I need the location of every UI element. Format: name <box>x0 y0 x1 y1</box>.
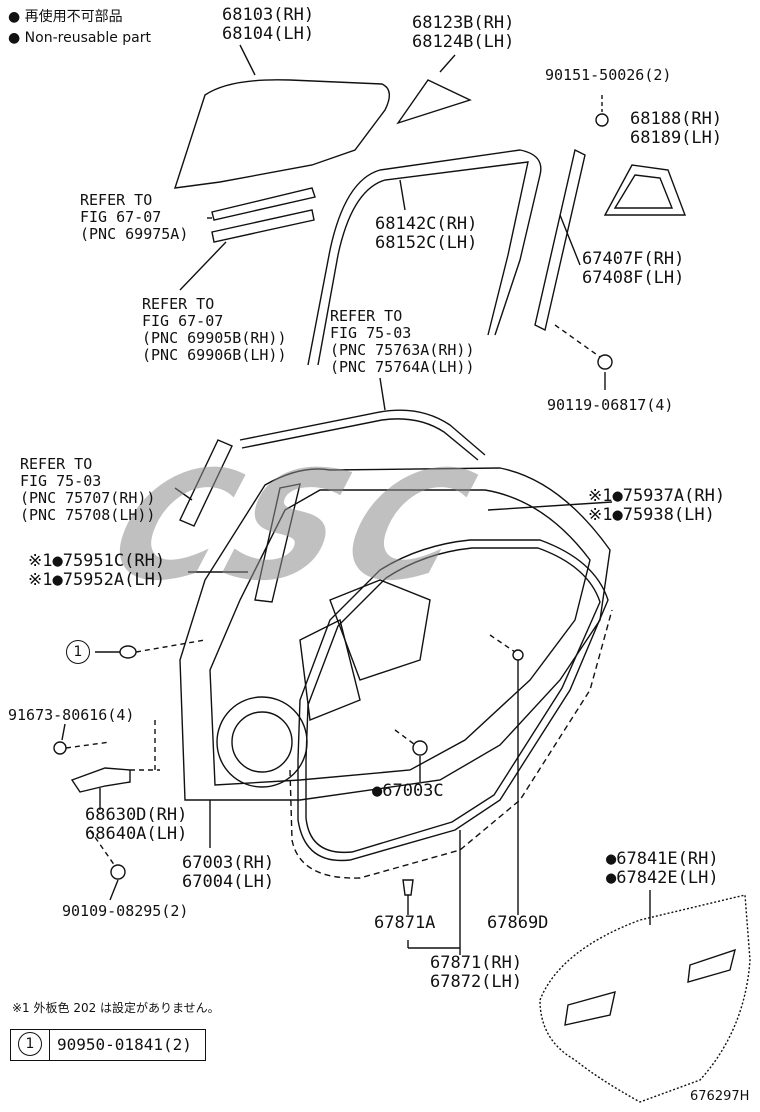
leader-bolt-bottom2 <box>109 879 119 901</box>
label-run-channel[interactable]: 68142C(RH) 68152C(LH) <box>375 214 478 253</box>
label-clip-d[interactable]: 67869D <box>487 913 549 933</box>
legend-en: ● Non-reusable part <box>8 30 151 46</box>
door-weatherstrip-dashed <box>289 609 613 879</box>
door-outer-frame <box>179 467 611 801</box>
leader-screw-left <box>65 741 111 749</box>
plug-shape <box>119 645 137 659</box>
label-clip-center[interactable]: ●67003C <box>372 781 444 801</box>
leader-screw-left2 <box>61 723 66 741</box>
seal-hole-1 <box>564 991 616 1026</box>
leader-quarter-glass <box>439 54 456 73</box>
speaker-outer <box>216 696 308 788</box>
figure-id: 676297H <box>690 1089 750 1104</box>
label-bolt-right[interactable]: 90119-06817(4) <box>547 396 674 414</box>
quarter-glass-shape <box>396 79 472 125</box>
legend-part-box: 1 90950-01841(2) <box>10 1029 206 1061</box>
seal-hole-2 <box>687 948 736 983</box>
leader-sash <box>559 214 581 266</box>
note-text: ※1 外板色 202 は設定がありません。 <box>12 1001 220 1015</box>
clip-a-shape <box>402 879 414 896</box>
label-refer-7503b[interactable]: REFER TO FIG 75-03 (PNC 75707(RH)) (PNC … <box>20 455 156 524</box>
seal-sheet-shape <box>539 894 751 1103</box>
label-door-panel[interactable]: 67003(RH) 67004(LH) <box>182 853 275 892</box>
speaker-inner <box>231 711 293 773</box>
label-screw-top[interactable]: 90151-50026(2) <box>545 66 672 84</box>
leader-run-channel <box>399 179 406 211</box>
inner-cutout-1 <box>329 579 431 681</box>
leader-refer-6907b <box>179 241 227 291</box>
label-refer-6907[interactable]: REFER TO FIG 67-07 (PNC 69975A) <box>80 191 189 243</box>
run-channel-shape <box>307 149 542 366</box>
label-refer-7503a[interactable]: REFER TO FIG 75-03 (PNC 75763A(RH)) (PNC… <box>330 307 475 376</box>
leader-plug <box>135 639 206 653</box>
label-refer-6907b[interactable]: REFER TO FIG 67-07 (PNC 69905B(RH)) (PNC… <box>142 295 287 364</box>
label-check[interactable]: 68630D(RH) 68640A(LH) <box>85 805 188 844</box>
label-seal[interactable]: ●67841E(RH) ●67842E(LH) <box>606 849 719 888</box>
leader-clip-center2 <box>394 729 415 745</box>
check-shape <box>70 767 131 793</box>
label-glass[interactable]: 68103(RH) 68104(LH) <box>222 5 315 44</box>
label-bolt-bottom[interactable]: 90109-08295(2) <box>62 902 189 920</box>
bolt-right-shape <box>597 354 613 370</box>
door-glass-shape <box>173 79 390 189</box>
leader-clip-d2 <box>489 634 516 653</box>
leader-bolt-right <box>554 324 601 358</box>
door-sash-frame <box>254 483 301 603</box>
label-sash[interactable]: 67407F(RH) 67408F(LH) <box>582 249 685 288</box>
label-protector-side[interactable]: ※1●75951C(RH) ※1●75952A(LH) <box>28 551 166 590</box>
label-clip-a[interactable]: 67871A <box>374 913 436 933</box>
belt-moulding-outer <box>211 187 316 221</box>
clip-center-shape <box>412 740 428 756</box>
legend-circle-marker: 1 <box>18 1032 42 1056</box>
side-moulding-shape <box>179 439 233 527</box>
label-quarter-glass[interactable]: 68123B(RH) 68124B(LH) <box>412 13 515 52</box>
screw-top-shape <box>595 113 609 127</box>
screw-left-shape <box>53 741 67 755</box>
label-weatherstrip[interactable]: 67871(RH) 67872(LH) <box>430 953 523 992</box>
door-inner-frame <box>209 489 591 786</box>
leader-glass <box>239 44 256 76</box>
legend-part-number[interactable]: 90950-01841(2) <box>57 1035 192 1054</box>
leader-side-moulding <box>174 487 193 501</box>
leader-protector-upper <box>487 501 613 511</box>
leader-bolt-bottom <box>89 829 116 867</box>
bolt-bottom-shape <box>110 864 126 880</box>
belt-moulding-inner <box>211 209 315 243</box>
label-protector-upper[interactable]: ※1●75937A(RH) ※1●75938(LH) <box>588 486 726 525</box>
label-screw-left[interactable]: 91673-80616(4) <box>8 706 135 724</box>
circle-marker-1[interactable]: 1 <box>66 640 90 664</box>
quarter-weatherstrip-shape <box>603 164 687 216</box>
upper-run-shape <box>239 409 486 461</box>
door-weatherstrip-shape <box>297 539 609 862</box>
leader-upper-run <box>379 377 386 411</box>
sash-shape <box>534 148 586 332</box>
legend-part-cell: 1 <box>11 1030 50 1060</box>
legend-jp: ● 再使用不可部品 <box>8 9 123 25</box>
label-quarter-weatherstrip[interactable]: 68188(RH) 68189(LH) <box>630 109 723 148</box>
inner-cutout-2 <box>299 618 361 721</box>
